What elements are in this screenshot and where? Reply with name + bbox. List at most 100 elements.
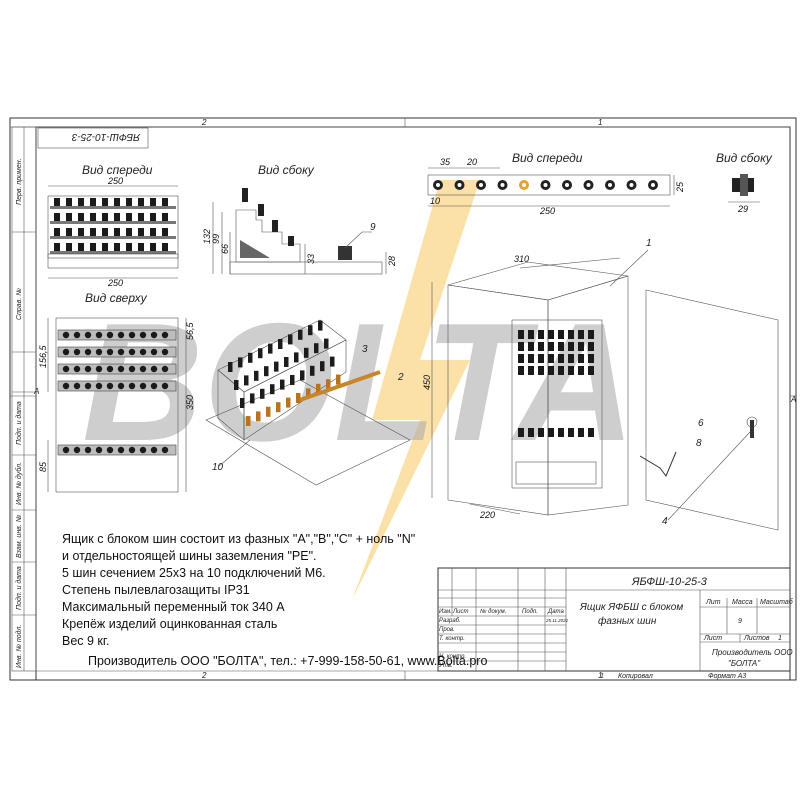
terminal-hole [106, 365, 114, 373]
terminal-hole [150, 365, 158, 373]
dim-250-bottom: 250 [107, 278, 123, 288]
side-strip-label: Подп. и дата [15, 401, 23, 445]
cabinet-stud [558, 354, 564, 363]
zone-label-bottom-right: 1 [598, 671, 602, 680]
cabinet-drawing [431, 257, 779, 531]
terminal-hole [161, 446, 169, 454]
iso-stud [234, 380, 239, 390]
terminal-stud [102, 228, 108, 238]
dim-85: 85 [38, 461, 48, 472]
dim-10: 10 [430, 196, 440, 206]
cabinet-stud [518, 354, 524, 363]
terminal-stud [138, 198, 144, 208]
cabinet-stud [548, 330, 554, 339]
terminal-hole [73, 446, 81, 454]
iso-stud [228, 362, 233, 372]
terminal-stud [78, 228, 84, 238]
dim-56-5: 56,5 [185, 321, 195, 340]
note-line: и отдельностоящей шины заземления "PE". [62, 549, 317, 563]
note-line: Степень пылевлагозащиты IP31 [62, 583, 250, 597]
iso-stud [300, 370, 305, 381]
view-title-right-front: Вид спереди [512, 151, 583, 165]
terminal-hole [139, 446, 147, 454]
cabinet-stud [538, 354, 544, 363]
terminal-stud [150, 198, 156, 208]
terminal-stud [54, 243, 60, 253]
tb-list: Лист [452, 609, 468, 615]
callout-4: 4 [662, 516, 668, 527]
iso-stud [324, 338, 329, 349]
callout-1: 1 [646, 238, 652, 249]
cabinet-stud [528, 354, 534, 363]
iso-stud [310, 365, 315, 376]
cabinet-stud [548, 428, 554, 437]
tb-prov: Пров. [439, 627, 455, 633]
dim-99: 99 [211, 234, 221, 244]
tb-org-line2: "БОЛТА" [728, 659, 761, 668]
cabinet-stud [528, 428, 534, 437]
callout-3: 3 [362, 344, 368, 355]
iso-stud [326, 379, 331, 390]
terminal-stud [102, 198, 108, 208]
tb-listov-label: Листов [743, 635, 770, 642]
dim-29: 29 [737, 204, 748, 214]
iso-stud [240, 398, 245, 408]
cabinet-stud [558, 428, 564, 437]
iso-stud [248, 352, 253, 363]
iso-stud [296, 393, 301, 403]
terminal-hole [106, 446, 114, 454]
zone-label-top-right: 1 [598, 118, 602, 127]
dim-20: 20 [466, 157, 477, 167]
tb-izm: Изм. [439, 609, 452, 615]
terminal-stud [54, 213, 60, 223]
cabinet-stud [518, 330, 524, 339]
terminal-stud [162, 228, 168, 238]
terminal-stud [78, 213, 84, 223]
tb-listov-value: 1 [778, 635, 782, 642]
cabinet-stud [578, 330, 584, 339]
terminal-hole [161, 365, 169, 373]
view-title-left-side: Вид сбоку [258, 163, 315, 177]
iso-stud [270, 384, 275, 395]
terminal-hole [139, 365, 147, 373]
top-view-drawing [47, 317, 187, 493]
note-line: Ящик с блоком шин состоит из фазных "A",… [62, 532, 416, 546]
iso-stud [336, 374, 341, 385]
tb-kopiroval: Копировал [618, 673, 653, 680]
iso-stud [304, 347, 309, 358]
terminal-stud [114, 198, 120, 208]
iso-stud [308, 325, 313, 336]
terminal-stud [90, 243, 96, 253]
terminal-stud [54, 228, 60, 238]
terminal-hole [139, 331, 147, 339]
view-title-left-top: Вид сверху [85, 291, 148, 305]
terminal-hole [73, 331, 81, 339]
terminal-stud [126, 198, 132, 208]
dim-33: 33 [306, 254, 316, 264]
dim-66: 66 [220, 244, 230, 254]
cabinet-stud [588, 366, 594, 375]
cabinet-stud [588, 342, 594, 351]
tb-massa: Масса [732, 599, 753, 606]
tb-tkontr: Т. контр. [439, 636, 465, 642]
terminal-stud [150, 228, 156, 238]
terminal-hole [128, 365, 136, 373]
terminal-stud [150, 213, 156, 223]
terminal-stud [54, 198, 60, 208]
callout-8: 8 [696, 438, 702, 449]
busbar-side-drawing [728, 174, 760, 203]
terminal-stud [126, 228, 132, 238]
terminal-stud [162, 213, 168, 223]
callout-2: 2 [397, 372, 404, 383]
iso-stud [276, 402, 281, 413]
dim-25: 25 [675, 181, 685, 193]
title-name-line2: фазных шин [598, 615, 657, 627]
terminal-hole [117, 348, 125, 356]
terminal-hole [117, 446, 125, 454]
terminal-hole [161, 382, 169, 390]
terminal-stud [114, 213, 120, 223]
terminal-stud [126, 243, 132, 253]
tb-razrab: Разраб. [439, 618, 461, 624]
dim-132: 132 [202, 229, 212, 244]
dim-28: 28 [387, 256, 397, 267]
